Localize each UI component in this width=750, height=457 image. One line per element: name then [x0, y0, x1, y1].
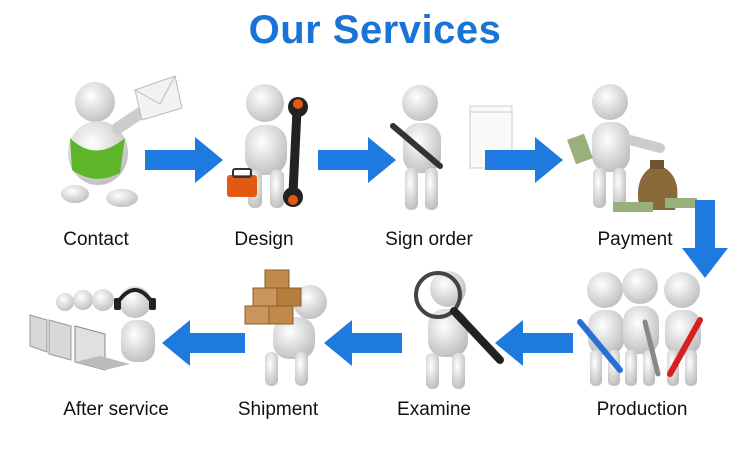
step-label-examine: Examine — [397, 399, 471, 420]
sign-order-figure — [390, 85, 513, 210]
shipment-figure — [244, 269, 327, 386]
step-label-payment: Payment — [597, 229, 673, 250]
step-label-design: Design — [234, 229, 294, 250]
step-label-after-service: After service — [63, 399, 169, 420]
page-title: Our Services — [248, 8, 502, 52]
examine-figure — [414, 271, 504, 389]
step-label-shipment: Shipment — [237, 399, 319, 420]
arrow-sign-order-to-payment — [485, 137, 563, 183]
headset-icon — [114, 288, 156, 310]
step-label-production: Production — [596, 399, 688, 420]
production-figure — [577, 268, 703, 386]
arrow-production-to-examine — [495, 320, 573, 366]
arrow-contact-to-design — [145, 137, 223, 183]
boxes-icon — [244, 269, 302, 325]
step-label-contact: Contact — [63, 229, 129, 250]
magnifier-icon — [414, 271, 504, 364]
contact-figure — [61, 75, 183, 207]
toolbox-icon — [227, 168, 257, 197]
wrench-icon — [283, 97, 308, 207]
laptop-icon — [29, 314, 130, 371]
arrow-shipment-to-after-service — [162, 320, 245, 366]
arrow-examine-to-shipment — [324, 320, 402, 366]
design-figure — [227, 84, 308, 208]
arrow-payment-to-production — [682, 200, 728, 278]
money-bag-icon — [567, 133, 697, 212]
arrow-design-to-sign-order — [318, 137, 396, 183]
step-label-sign-order: Sign order — [385, 229, 473, 250]
pen-icon — [390, 123, 443, 169]
envelope-icon — [134, 75, 183, 121]
tools-icon — [577, 317, 703, 377]
after-service-figure — [29, 286, 156, 371]
payment-figure — [567, 84, 697, 212]
